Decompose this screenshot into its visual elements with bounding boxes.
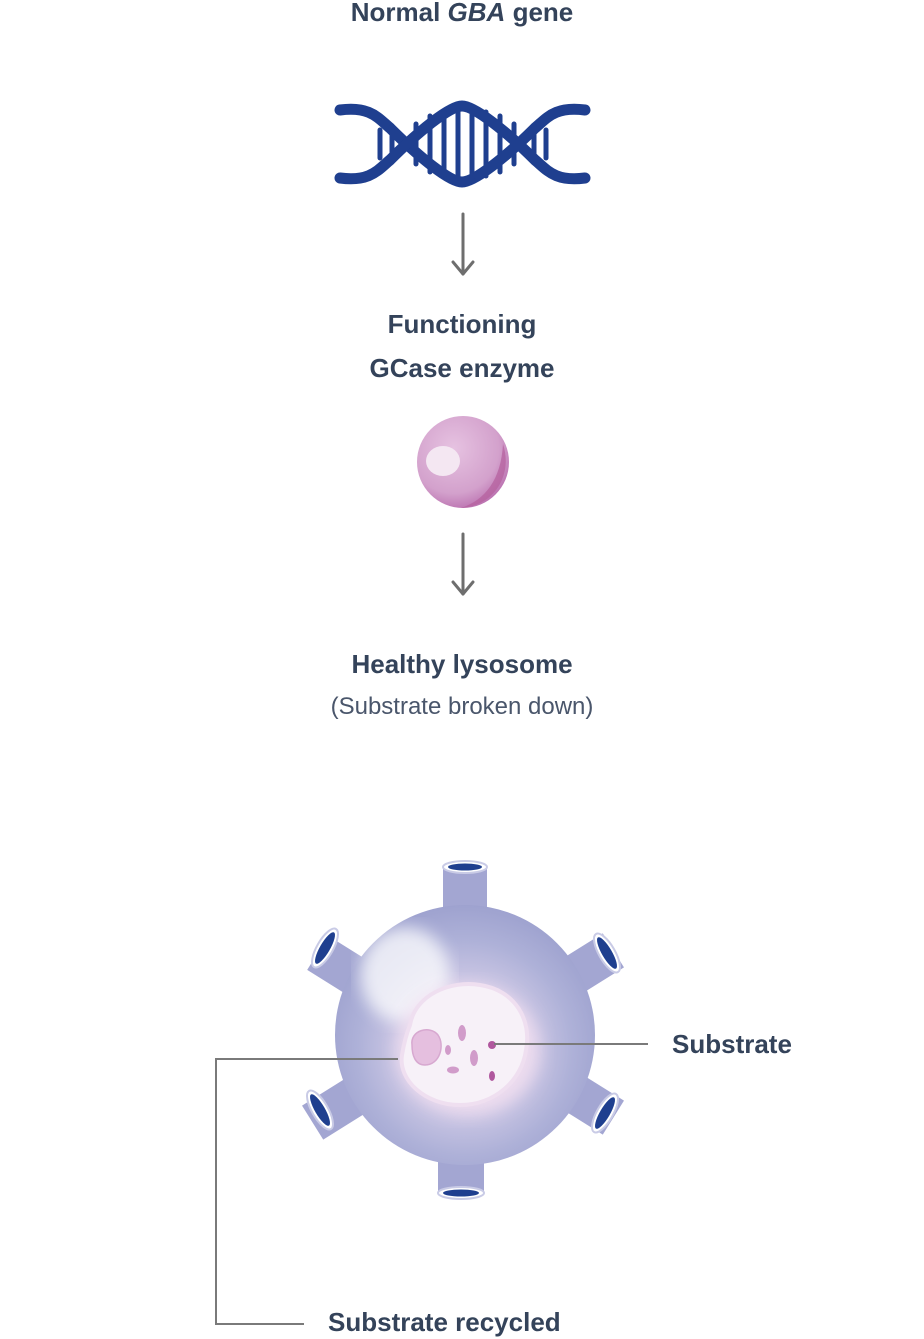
gene-title-suffix: gene [512, 0, 574, 27]
gene-title-prefix: Normal [350, 0, 441, 27]
enzyme-sphere-icon [417, 416, 509, 508]
enzyme-label-line1: Functioning [387, 309, 537, 339]
gene-name: GBA [447, 0, 506, 27]
substrate-recycled-label: Substrate recycled [328, 1307, 561, 1337]
gene-title: Normal GBA gene [0, 0, 924, 28]
enzyme-label-line2: GCase enzyme [369, 353, 555, 383]
lysosome-note: (Substrate broken down) [330, 693, 594, 720]
arrow-down-icon [451, 532, 475, 596]
arrow-down-icon [451, 212, 475, 276]
substrate-label: Substrate [672, 1029, 792, 1059]
dna-icon [334, 100, 591, 188]
lysosome-title: Healthy lysosome [351, 649, 573, 679]
lysosome-icon [302, 860, 624, 1200]
